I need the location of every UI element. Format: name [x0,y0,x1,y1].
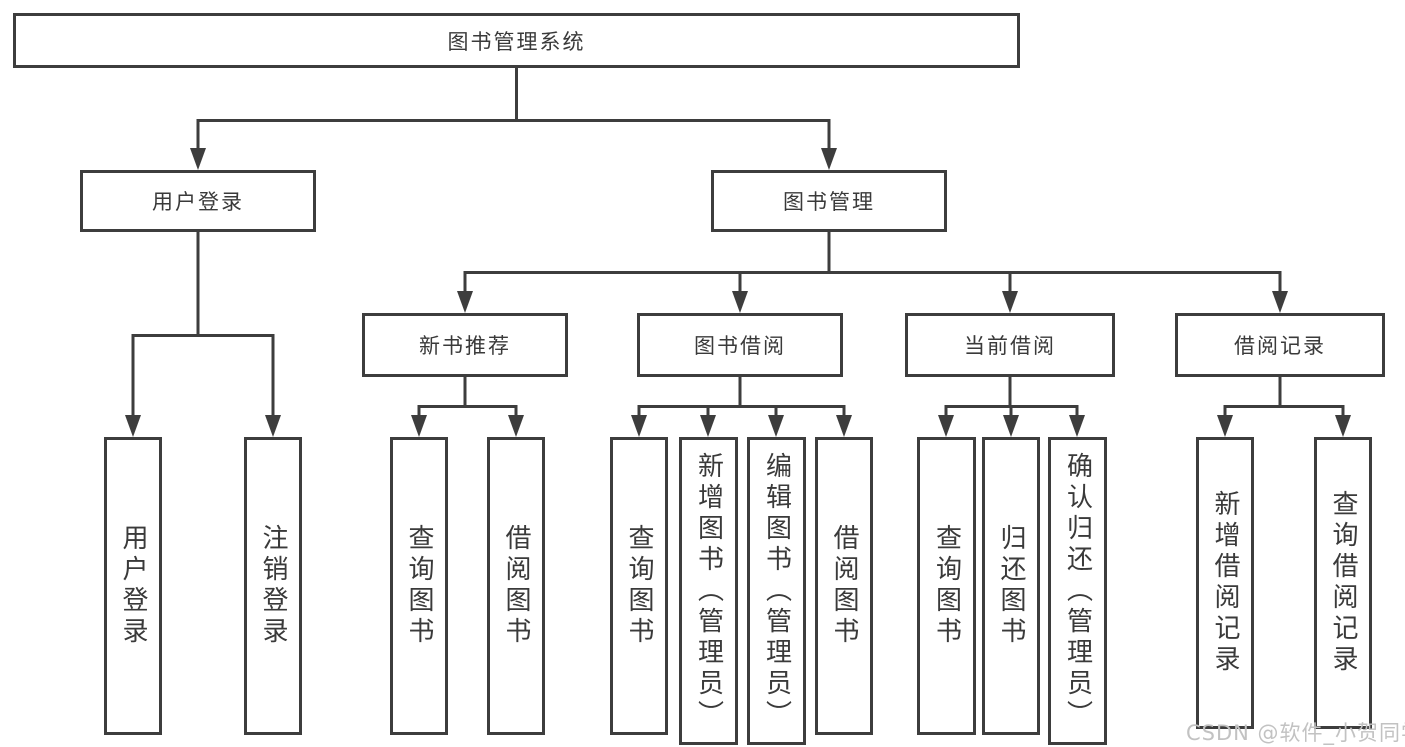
arrowhead [836,415,852,437]
node-user-login-label: 用户登录 [152,190,244,214]
csdn-watermark: CSDN @软件_小贺同学 [1186,721,1405,745]
arrowhead [1217,415,1233,437]
node-root-label: 图书管理系统 [447,29,586,54]
arrowhead [265,415,281,437]
node-cb-query-book: 查询图书 [917,437,976,735]
node-current-borrow-label: 当前借阅 [964,334,1056,358]
node-bb-edit-book: 编辑图书（管理员） [747,437,806,745]
arrowhead [768,415,784,437]
node-bb-borrow-book: 借阅图书 [815,437,873,735]
node-cb-confirm-return: 确认归还（管理员） [1048,437,1107,745]
node-ul-logout: 注销登录 [244,437,302,735]
arrowhead [190,148,206,170]
arrowhead [1335,415,1351,437]
connector-root-to-level2 [190,68,837,170]
node-bb-query-book-label: 查询图书 [624,524,654,648]
arrowhead [631,415,647,437]
node-bb-borrow-book-label: 借阅图书 [829,524,859,648]
node-cb-return-book: 归还图书 [982,437,1040,735]
node-cb-query-book-label: 查询图书 [931,524,962,648]
connector-user-login-to-children [125,232,281,437]
node-bb-add-book: 新增图书（管理员） [679,437,738,745]
arrowhead [1003,415,1019,437]
node-current-borrow: 当前借阅 [905,313,1115,377]
node-cb-confirm-return-label: 确认归还（管理员） [1062,451,1093,731]
node-nb-query-book: 查询图书 [390,437,448,735]
node-br-query-record-label: 查询借阅记录 [1328,490,1358,676]
node-nb-borrow-book-label: 借阅图书 [501,524,531,648]
node-br-add-record-label: 新增借阅记录 [1210,490,1240,676]
node-book-mgmt-label: 图书管理 [783,190,875,214]
node-nb-borrow-book: 借阅图书 [487,437,545,735]
arrowhead [821,148,837,170]
node-br-add-record: 新增借阅记录 [1196,437,1254,729]
connector-book-mgmt-to-level3 [457,232,1288,313]
arrowhead [938,415,954,437]
connector-borrow-record-to-children [1217,377,1351,437]
connector-new-book-rec-to-children [411,377,524,437]
node-nb-query-book-label: 查询图书 [404,524,434,648]
arrowhead [508,415,524,437]
node-ul-logout-label: 注销登录 [258,524,288,648]
node-bb-query-book: 查询图书 [610,437,668,735]
arrowhead [732,291,748,313]
node-bb-add-book-label: 新增图书（管理员） [693,451,724,731]
node-book-mgmt: 图书管理 [711,170,947,232]
arrowhead [700,415,716,437]
node-root: 图书管理系统 [13,13,1020,68]
connector-book-borrow-to-children [631,377,852,437]
node-bb-edit-book-label: 编辑图书（管理员） [761,451,792,731]
node-br-query-record: 查询借阅记录 [1314,437,1372,729]
node-borrow-record: 借阅记录 [1175,313,1385,377]
node-user-login: 用户登录 [80,170,316,232]
node-new-book-rec: 新书推荐 [362,313,568,377]
arrowhead [1069,415,1085,437]
arrowhead [1272,291,1288,313]
arrowhead [411,415,427,437]
node-book-borrow-label: 图书借阅 [694,334,786,358]
node-new-book-rec-label: 新书推荐 [419,334,511,358]
node-ul-user-login-label: 用户登录 [118,524,148,648]
connector-current-borrow-to-children [938,377,1085,437]
node-borrow-record-label: 借阅记录 [1234,334,1326,358]
node-ul-user-login: 用户登录 [104,437,162,735]
arrowhead [125,415,141,437]
arrowhead [457,291,473,313]
node-book-borrow: 图书借阅 [637,313,843,377]
arrowhead [1002,291,1018,313]
node-cb-return-book-label: 归还图书 [996,524,1026,648]
